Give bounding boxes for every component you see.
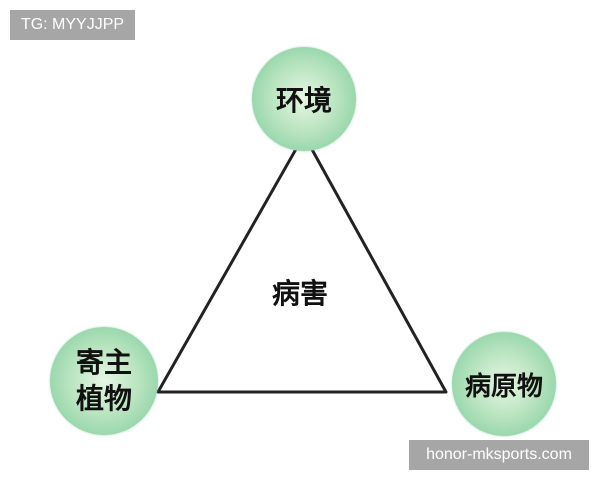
node-environment: 环境 bbox=[252, 47, 356, 151]
node-host-plant: 寄主 植物 bbox=[50, 327, 158, 435]
node-pathogen-label: 病原物 bbox=[464, 371, 543, 402]
triangle-outline bbox=[156, 133, 448, 394]
center-label-disease: 病害 bbox=[271, 277, 328, 310]
node-environment-label: 环境 bbox=[275, 84, 332, 117]
watermark-bottom-right: honor-mksports.com bbox=[409, 440, 589, 470]
node-host-plant-label-line2: 植物 bbox=[75, 382, 132, 415]
node-pathogen: 病原物 bbox=[452, 332, 556, 436]
watermark-top-left: TG: MYYJJPP bbox=[10, 10, 135, 40]
node-host-plant-label-line1: 寄主 bbox=[75, 346, 132, 379]
